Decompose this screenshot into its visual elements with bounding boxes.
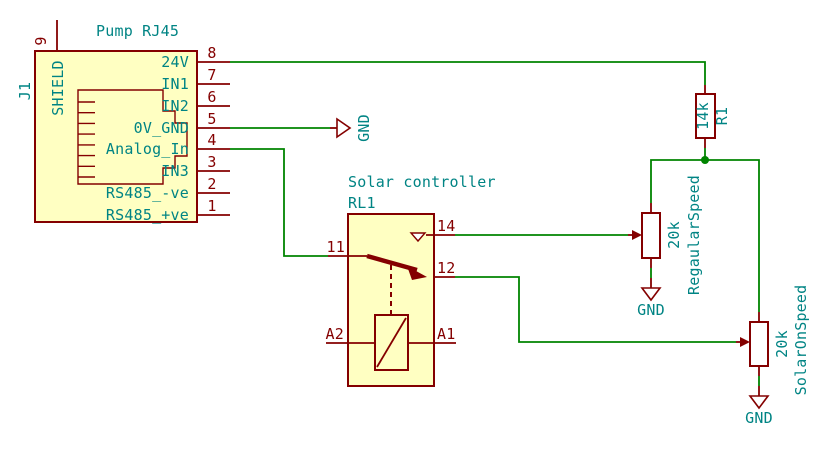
- pin-name-in2[interactable]: IN2: [161, 97, 189, 115]
- pin-number-2[interactable]: 2: [207, 175, 216, 193]
- pin-name-0vgnd[interactable]: 0V_GND: [134, 119, 189, 137]
- wire-24v-to-r1[interactable]: [230, 61, 706, 85]
- gnd-symbol-pin5[interactable]: GND: [330, 114, 373, 142]
- pin-number-5[interactable]: 5: [207, 110, 216, 128]
- pin-name-24v[interactable]: 24V: [161, 53, 189, 71]
- pin-number-1[interactable]: 1: [207, 197, 216, 215]
- gnd-solar-triangle: [748, 395, 770, 410]
- relay-title[interactable]: Solar controller: [348, 173, 496, 191]
- gnd-symbol-pot-regular[interactable]: GND: [637, 278, 665, 319]
- connector-title[interactable]: Pump RJ45: [96, 22, 179, 40]
- junction-dot[interactable]: [701, 156, 709, 164]
- pin-name-rs485-pos[interactable]: RS485_+ve: [106, 206, 189, 224]
- pot-solar-body[interactable]: [749, 321, 769, 367]
- pin-number-3[interactable]: 3: [207, 153, 216, 171]
- pot-solar-wiper-arrow: [740, 337, 750, 347]
- pin-name-rs485-neg[interactable]: RS485_-ve: [106, 184, 189, 202]
- gnd-pin5-triangle: [336, 117, 352, 139]
- relay-coil-diagonal: [376, 317, 407, 368]
- relay-pin-number-12[interactable]: 12: [437, 259, 455, 277]
- pin-number-7[interactable]: 7: [207, 66, 216, 84]
- relay-pin-number-a1[interactable]: A1: [437, 325, 455, 343]
- relay-contact-triangle: [409, 232, 427, 243]
- pin-name-analogin[interactable]: Analog_In: [106, 140, 189, 158]
- pin-name-in3[interactable]: IN3: [161, 162, 189, 180]
- gnd-regular-label[interactable]: GND: [637, 301, 665, 319]
- pot-regular-name[interactable]: RegaularSpeed: [685, 175, 703, 295]
- r1-body[interactable]: [695, 93, 716, 139]
- relay-pin-number-a2[interactable]: A2: [326, 325, 344, 343]
- connector-pin-stubs: [197, 61, 230, 216]
- relay-pin-number-11[interactable]: 11: [327, 238, 345, 256]
- pot-regular-value[interactable]: 20k: [665, 221, 683, 249]
- gnd-symbol-pot-solar[interactable]: GND: [745, 386, 773, 427]
- connector-j1[interactable]: 9 SHIELD J1 Pump RJ45: [16, 20, 230, 224]
- pin-number-8[interactable]: 8: [207, 44, 216, 62]
- pin-name-shield[interactable]: SHIELD: [49, 60, 67, 115]
- rj45-jack-graphic: [77, 89, 188, 185]
- pot-solar-value[interactable]: 20k: [773, 330, 791, 358]
- pot-regularspeed[interactable]: 20k RegaularSpeed: [628, 175, 703, 295]
- rj45-jack-outline: [77, 89, 188, 185]
- r1-reference[interactable]: R1: [713, 107, 731, 125]
- relay-reference[interactable]: RL1: [348, 194, 376, 212]
- pin-number-4[interactable]: 4: [207, 131, 216, 149]
- relay-rl1[interactable]: Solar controller RL1 14 12 11 A2 A1: [326, 173, 496, 387]
- pin-name-in1[interactable]: IN1: [161, 75, 189, 93]
- pot-regular-wiper-arrow: [632, 230, 642, 240]
- relay-switch-arrowhead: [407, 266, 427, 280]
- gnd-pin5-label[interactable]: GND: [355, 114, 373, 142]
- pin-number-6[interactable]: 6: [207, 88, 216, 106]
- pot-regular-body[interactable]: [641, 212, 661, 259]
- pin-number-shield[interactable]: 9: [32, 36, 50, 45]
- relay-pin-number-14[interactable]: 14: [437, 217, 455, 235]
- connector-body[interactable]: [34, 50, 198, 223]
- gnd-solar-label[interactable]: GND: [745, 409, 773, 427]
- pot-solar-name[interactable]: SolarOnSpeed: [792, 285, 810, 396]
- wire-relay12-to-pot-solar[interactable]: [455, 276, 736, 343]
- pot-solaronspeed[interactable]: 20k SolarOnSpeed: [736, 285, 810, 396]
- connector-pin-numbers: 8 7 6 5 4 3 2 1: [207, 44, 216, 215]
- connector-pin-names: 24V IN1 IN2 0V_GND Analog_In IN3 RS485_-…: [106, 53, 189, 224]
- connector-reference[interactable]: J1: [16, 82, 34, 100]
- wire-analogin-to-relay11[interactable]: [230, 148, 328, 257]
- r1-value[interactable]: 14k: [694, 102, 712, 130]
- wires: [230, 61, 760, 386]
- rj45-contact-teeth: [78, 101, 95, 178]
- resistor-r1[interactable]: 14k R1: [694, 85, 731, 148]
- gnd-regular-triangle: [640, 287, 662, 302]
